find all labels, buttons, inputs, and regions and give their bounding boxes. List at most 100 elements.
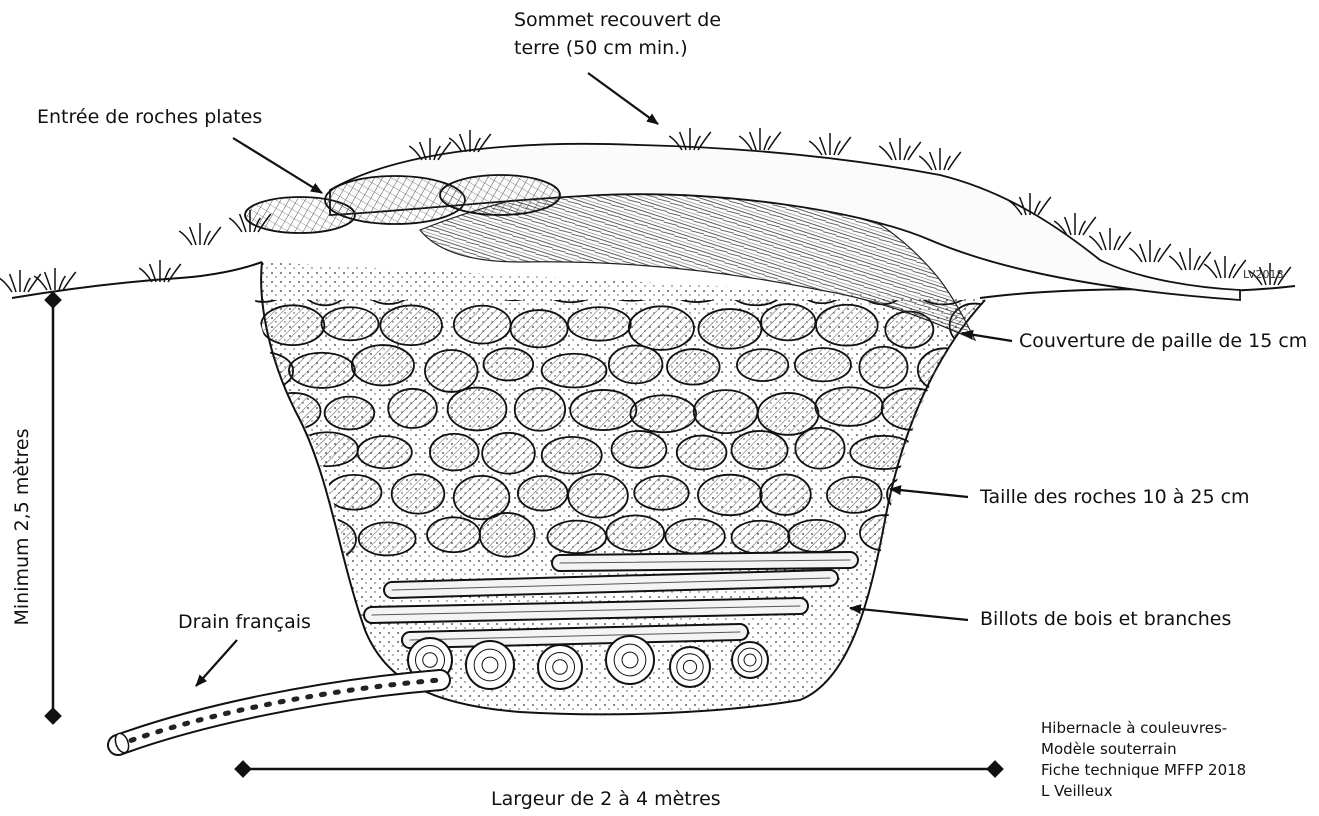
grass-blade — [1083, 217, 1096, 235]
rock — [827, 477, 882, 513]
logs-arrow — [850, 608, 968, 620]
grass-blade — [908, 142, 921, 160]
grass-blade — [229, 218, 242, 232]
rock — [388, 389, 437, 428]
rock — [511, 310, 568, 347]
grass-blade — [809, 141, 822, 155]
summit-label-line2: terre (50 cm min.) — [514, 34, 721, 62]
rock — [480, 513, 535, 557]
rock — [289, 353, 355, 388]
rock — [694, 390, 758, 433]
rock — [352, 345, 414, 385]
grass-blade — [409, 146, 422, 160]
rock — [732, 521, 790, 554]
entrance-arrow — [233, 138, 322, 193]
grass-blade — [948, 152, 961, 170]
width-dimension — [236, 762, 1002, 776]
rock — [392, 474, 445, 514]
rock — [677, 436, 727, 470]
rock — [860, 515, 910, 551]
rock — [542, 354, 607, 388]
rock — [515, 388, 565, 431]
rock — [667, 349, 720, 385]
grass-blade — [919, 156, 932, 170]
rock — [568, 474, 628, 518]
rock — [737, 349, 788, 381]
rock — [882, 388, 945, 429]
grass-blade — [1158, 244, 1171, 262]
rock — [606, 515, 664, 551]
rock — [518, 476, 568, 511]
rock — [941, 389, 1007, 430]
rock — [570, 390, 636, 430]
rock — [430, 434, 479, 471]
grass-blade — [1118, 232, 1131, 250]
grass-blade — [1129, 248, 1142, 262]
credit-block: Hibernacle à couleuvres- Modèle souterra… — [1041, 718, 1246, 802]
grass-blade — [879, 146, 892, 160]
rock — [629, 306, 694, 350]
rock — [761, 304, 815, 340]
rock — [630, 395, 696, 432]
grass-blade — [1089, 236, 1102, 250]
rock — [482, 433, 535, 474]
credit-source: Fiche technique MFFP 2018 — [1041, 760, 1246, 781]
grass-blade — [1169, 256, 1182, 270]
grass-blade — [34, 276, 47, 290]
grass-blade — [208, 227, 221, 245]
grass-blade — [179, 231, 192, 245]
rock — [448, 388, 507, 431]
rock — [788, 520, 845, 552]
rock — [261, 305, 324, 345]
grass-blade — [1204, 264, 1217, 278]
rock — [760, 474, 811, 515]
french-drain — [113, 680, 440, 754]
rock — [327, 475, 382, 510]
rock-size-label: Taille des roches 10 à 25 cm — [980, 483, 1250, 511]
rock — [698, 475, 762, 515]
log-end — [606, 636, 654, 684]
entrance-label: Entrée de roches plates — [37, 103, 262, 131]
summit-label: Sommet recouvert de terre (50 cm min.) — [514, 6, 721, 62]
rock — [358, 436, 412, 468]
depth-label: Minimum 2,5 mètres — [11, 429, 33, 626]
depth-dimension — [46, 293, 60, 723]
credit-model: Modèle souterrain — [1041, 739, 1246, 760]
rock — [758, 393, 819, 435]
rock — [293, 518, 356, 561]
grass-blade — [838, 137, 851, 155]
rock — [887, 476, 937, 513]
grass-blade — [768, 132, 781, 150]
rock — [255, 480, 320, 512]
rock — [231, 429, 288, 473]
summit-arrow — [588, 73, 658, 124]
credit-title: Hibernacle à couleuvres- — [1041, 718, 1246, 739]
rock — [296, 432, 358, 466]
rock — [425, 350, 478, 392]
grass-blade — [739, 136, 752, 150]
grass-blade — [449, 138, 462, 152]
rock — [816, 305, 878, 346]
rock — [859, 347, 907, 388]
drain-arrow — [196, 640, 237, 686]
rock — [380, 305, 442, 345]
rock — [665, 519, 724, 554]
rock — [612, 431, 667, 468]
width-label: Largeur de 2 à 4 mètres — [491, 785, 721, 813]
grass-blade — [0, 278, 12, 292]
rock — [568, 307, 631, 341]
rock — [547, 521, 606, 554]
credit-author: L Veilleux — [1041, 781, 1246, 802]
rock — [454, 306, 511, 344]
logs-label: Billots de bois et branches — [980, 605, 1231, 633]
rock — [267, 393, 320, 429]
rock — [731, 431, 787, 469]
log-end — [538, 645, 582, 689]
rock — [542, 437, 602, 474]
log-end — [670, 647, 710, 687]
drain-label: Drain français — [178, 608, 311, 636]
rock — [427, 517, 480, 552]
rock — [634, 476, 688, 510]
rock — [484, 348, 534, 380]
